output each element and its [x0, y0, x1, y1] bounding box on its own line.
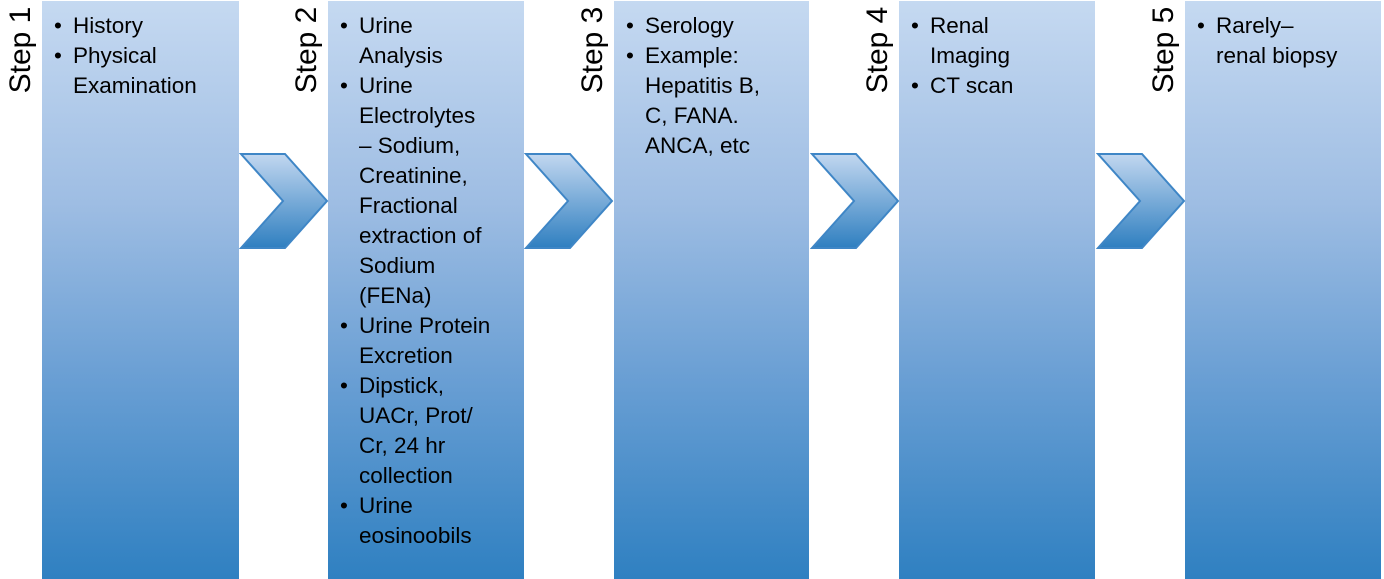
- step-1-list: History Physical Examination: [42, 1, 239, 101]
- step-4-label-text: Step 4: [861, 6, 894, 94]
- step-2-box: Urine Analysis Urine Electrolytes – Sodi…: [328, 1, 524, 579]
- step-4-list: Renal Imaging CT scan: [899, 1, 1095, 101]
- chevron-right-icon: [524, 153, 614, 249]
- step-2-label: Step 2: [286, 0, 328, 100]
- list-item: Rarely– renal biopsy: [1197, 11, 1375, 71]
- chevron-right-icon: [239, 153, 329, 249]
- list-item: History: [54, 11, 233, 41]
- step-3-label-text: Step 3: [576, 6, 609, 94]
- list-item: Dipstick, UACr, Prot/ Cr, 24 hr collecti…: [340, 371, 518, 491]
- step-5-box: Rarely– renal biopsy: [1185, 1, 1381, 579]
- list-item: Example: Hepatitis B, C, FANA. ANCA, etc: [626, 41, 803, 161]
- step-2-list: Urine Analysis Urine Electrolytes – Sodi…: [328, 1, 524, 551]
- list-item: Urine Electrolytes – Sodium, Creatinine,…: [340, 71, 518, 311]
- list-item: Urine eosinoobils: [340, 491, 518, 551]
- list-item: CT scan: [911, 71, 1089, 101]
- step-1-label-text: Step 1: [4, 6, 37, 94]
- list-item: Urine Analysis: [340, 11, 518, 71]
- step-1-box: History Physical Examination: [42, 1, 239, 579]
- step-3-label: Step 3: [572, 0, 614, 100]
- step-4-label: Step 4: [857, 0, 899, 100]
- step-5-list: Rarely– renal biopsy: [1185, 1, 1381, 71]
- step-3-box: Serology Example: Hepatitis B, C, FANA. …: [614, 1, 809, 579]
- step-4-box: Renal Imaging CT scan: [899, 1, 1095, 579]
- list-item: Serology: [626, 11, 803, 41]
- list-item: Urine Protein Excretion: [340, 311, 518, 371]
- step-5-label: Step 5: [1143, 0, 1185, 100]
- list-item: Renal Imaging: [911, 11, 1089, 71]
- step-5-label-text: Step 5: [1147, 6, 1180, 94]
- chevron-right-icon: [810, 153, 900, 249]
- step-2-label-text: Step 2: [290, 6, 323, 94]
- chevron-right-icon: [1096, 153, 1186, 249]
- step-1-label: Step 1: [0, 0, 42, 100]
- step-3-list: Serology Example: Hepatitis B, C, FANA. …: [614, 1, 809, 161]
- list-item: Physical Examination: [54, 41, 233, 101]
